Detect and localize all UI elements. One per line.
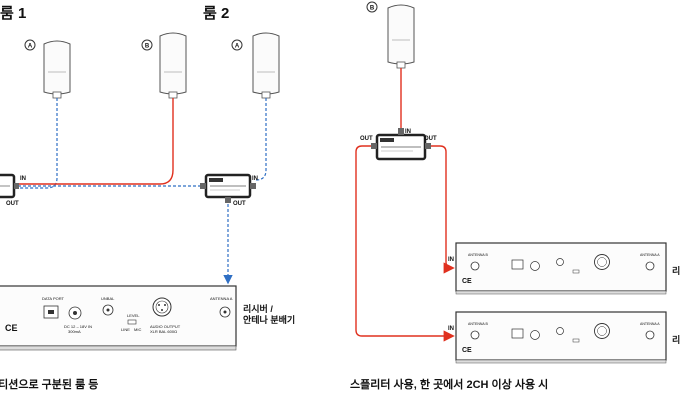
booster-right: IN OUT (200, 173, 258, 207)
splitter-out-right-label: OUT (424, 136, 437, 142)
left-footer-caption: 파티션으로 구분된 룸 등 (0, 377, 98, 391)
antenna-b-right: B (366, 1, 415, 69)
svg-text:CE: CE (462, 347, 472, 354)
splitter-in-label: IN (405, 129, 411, 135)
receiver-mic-label: MIC (134, 327, 141, 332)
svg-text:ANTENNA B: ANTENNA B (468, 322, 489, 326)
svg-text:ANTENNA B: ANTENNA B (468, 253, 489, 257)
receiver-bottom-in-label: IN (448, 326, 454, 332)
right-footer-caption: 스플리터 사용, 한 곳에서 2CH 이상 사용 시 (350, 377, 548, 391)
booster-right-out-label: OUT (233, 201, 246, 207)
antenna-a-left: A (24, 39, 71, 99)
antenna-badge: A (235, 44, 240, 50)
room2-label: 룸 2 (203, 5, 229, 22)
receiver-data-port-label: DATA PORT (42, 296, 65, 301)
svg-text:CE: CE (5, 323, 18, 333)
svg-text:CE: CE (462, 278, 472, 285)
booster-left: IN OUT (0, 173, 26, 207)
receiver-level-label: LEVEL (127, 313, 140, 318)
booster-left-in-label: IN (20, 176, 26, 182)
booster-left-out-label: OUT (6, 201, 19, 207)
cable-blue-antenna-a-right (255, 98, 267, 181)
receiver-unbal-label: UNBAL (101, 296, 115, 301)
receiver-caption-line2: 안테나 분배기 (243, 314, 295, 325)
svg-text:ANTENNA A: ANTENNA A (640, 253, 660, 257)
antenna-a-right: A (231, 32, 280, 99)
cable-blue-antenna-a-left (18, 98, 58, 189)
receiver-left: CE DATA PORT DC 12 – 18V IN 300mA UNBAL … (0, 285, 237, 351)
room1-label: 룸 1 (0, 5, 26, 22)
receiver-bottom-side-label: 리 안 (672, 334, 681, 345)
cable-red-antenna-b (18, 98, 174, 185)
svg-text:ANTENNA A: ANTENNA A (640, 322, 660, 326)
receiver-right-bottom: ANTENNA B CE ANTENNA A IN (448, 311, 667, 364)
receiver-line-label: LINE (121, 327, 130, 332)
receiver-caption-line1: 리시버 / (243, 303, 273, 314)
antenna-badge: A (28, 44, 33, 50)
receiver-right-top: ANTENNA B CE ANTENNA A IN (448, 242, 667, 295)
antenna-badge: B (145, 44, 150, 50)
antenna-badge: B (370, 6, 375, 12)
cable-red-to-receiver-top (431, 145, 455, 274)
splitter-out-left-label: OUT (360, 136, 373, 142)
antenna-b-middle: B (141, 32, 187, 99)
receiver-dc-current-label: 300mA (68, 329, 81, 334)
booster-right-in-label: IN (252, 176, 258, 182)
receiver-audio-output-label: AUDIO OUTPUT (150, 324, 181, 329)
receiver-dc-in-label: DC 12 – 18V IN (64, 324, 92, 329)
receiver-audio-output-sub-label: XLR BAL 600Ω (150, 329, 177, 334)
receiver-top-side-label: 리 안 (672, 265, 681, 276)
splitter: IN OUT OUT (360, 128, 437, 161)
cable-red-to-receiver-bottom (355, 145, 455, 342)
receiver-top-in-label: IN (448, 257, 454, 263)
receiver-antenna-label: ANTENNA A (210, 296, 233, 301)
